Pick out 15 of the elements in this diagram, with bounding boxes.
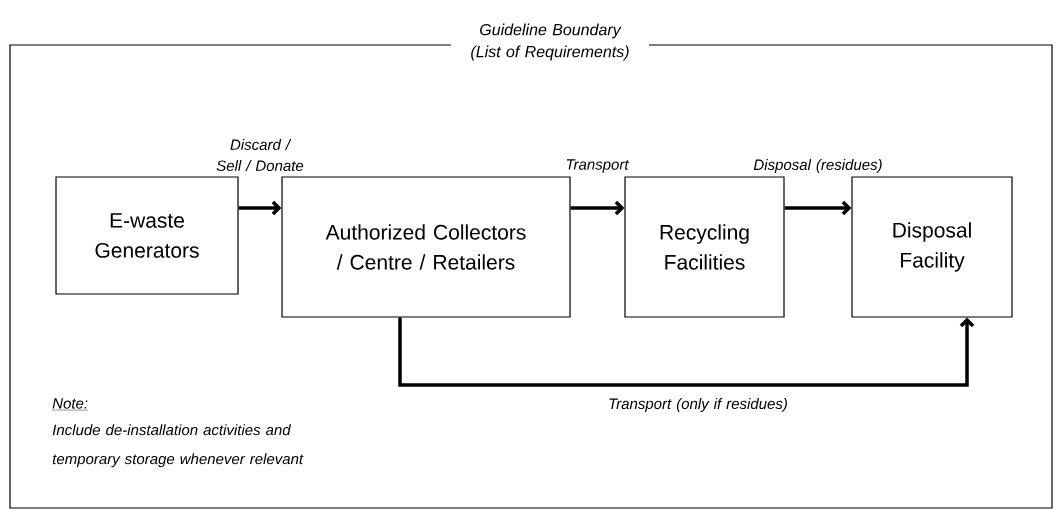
note-text: Include de-installation activities and temporary storage whenever relevant xyxy=(52,424,304,468)
arrow xyxy=(570,200,625,216)
process-box: Disposal Facility xyxy=(851,176,1013,318)
arrow xyxy=(238,200,282,216)
boundary-title: Guideline Boundary (List of Requirements) xyxy=(451,19,649,65)
process-box: Authorized Collectors / Centre / Retailers xyxy=(281,176,571,318)
process-box: Recycling Facilities xyxy=(624,176,785,318)
arrow xyxy=(398,317,975,387)
process-box: E-waste Generators xyxy=(55,176,239,295)
arrow xyxy=(784,200,852,216)
note-heading: Note: xyxy=(52,398,89,411)
edge-label: Transport (only if residues) xyxy=(609,398,787,412)
edge-label: Disposal (residues) xyxy=(753,159,882,173)
edge-label: Discard / Sell / Donate xyxy=(216,139,304,171)
edge-label: Transport xyxy=(566,159,630,173)
